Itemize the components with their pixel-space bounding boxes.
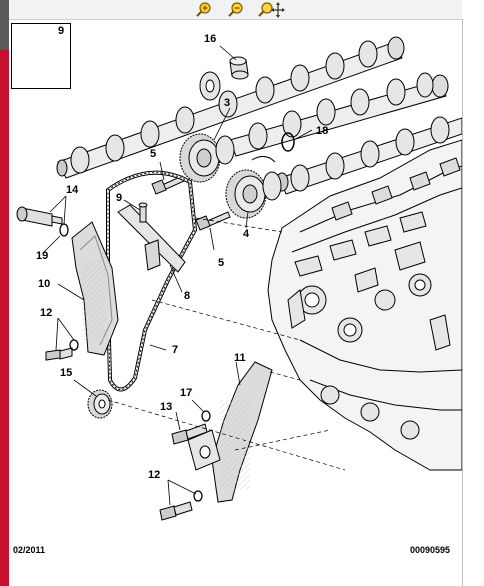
callout-18: 18 — [316, 125, 329, 137]
part-16-bushing — [229, 56, 249, 80]
camshaft-lower — [229, 72, 449, 157]
callout-12-upper: 12 — [40, 307, 53, 319]
callout-3: 3 — [224, 97, 231, 109]
part-4-vvt-sprocket — [225, 169, 282, 219]
part-12-bolt-lower — [159, 490, 203, 521]
zoom-out-icon[interactable] — [227, 1, 245, 18]
callout-9-inset: 9 — [58, 25, 65, 37]
callout-7: 7 — [172, 344, 179, 356]
callout-16: 16 — [204, 33, 217, 45]
part-14-tensioner-plunger — [16, 206, 63, 227]
callout-19: 19 — [36, 250, 49, 262]
part-8-chain-guide — [117, 204, 186, 273]
callout-17: 17 — [180, 387, 193, 399]
part-18-clip — [251, 156, 276, 163]
footer-date: 02/2011 — [13, 545, 46, 555]
callout-9: 9 — [116, 192, 123, 204]
inset-detail-frame — [11, 23, 71, 89]
footer-reference: 00090595 — [410, 545, 451, 555]
camshaft-upper — [56, 36, 405, 179]
part-3-vvt-sprocket — [179, 133, 235, 183]
part-10-tensioner-guide — [71, 221, 119, 356]
callout-14: 14 — [66, 184, 79, 196]
left-accent-bar-top — [0, 0, 9, 50]
part-5-bolt-lower — [195, 211, 231, 231]
diagram-frame — [9, 19, 463, 586]
part-13-bolt — [171, 423, 208, 445]
alignment-lines — [107, 217, 346, 471]
callout-15: 15 — [60, 367, 73, 379]
callout-8: 8 — [184, 290, 191, 302]
part-7-timing-chain — [106, 170, 198, 392]
cylinder-head — [267, 139, 462, 471]
part-15-crank-sprocket — [87, 389, 113, 419]
callout-4: 4 — [243, 228, 250, 240]
part-17-washer — [201, 410, 211, 422]
part-9-screw — [138, 202, 148, 223]
zoom-pan-icon[interactable] — [257, 1, 285, 18]
callout-5-lower: 5 — [218, 257, 225, 269]
timing-chain-exploded-diagram — [16, 36, 462, 521]
part-11-tensioner-arm — [187, 361, 273, 503]
callout-11: 11 — [234, 352, 246, 364]
part-19-washer — [59, 223, 69, 237]
part-18-seal-ring — [281, 132, 295, 152]
part-5-bolt-upper — [151, 175, 185, 195]
callout-12-lower: 12 — [148, 469, 161, 481]
zoom-in-icon[interactable] — [195, 1, 213, 18]
callout-13: 13 — [160, 401, 173, 413]
left-accent-bar — [0, 0, 9, 586]
callout-5-upper: 5 — [150, 148, 157, 160]
leader-lines — [43, 45, 313, 506]
part-12-bolt-upper — [45, 339, 79, 361]
viewer-toolbar — [9, 0, 462, 20]
cam-hub — [199, 71, 221, 101]
callout-10: 10 — [38, 278, 51, 290]
camshaft-rear — [275, 116, 462, 195]
